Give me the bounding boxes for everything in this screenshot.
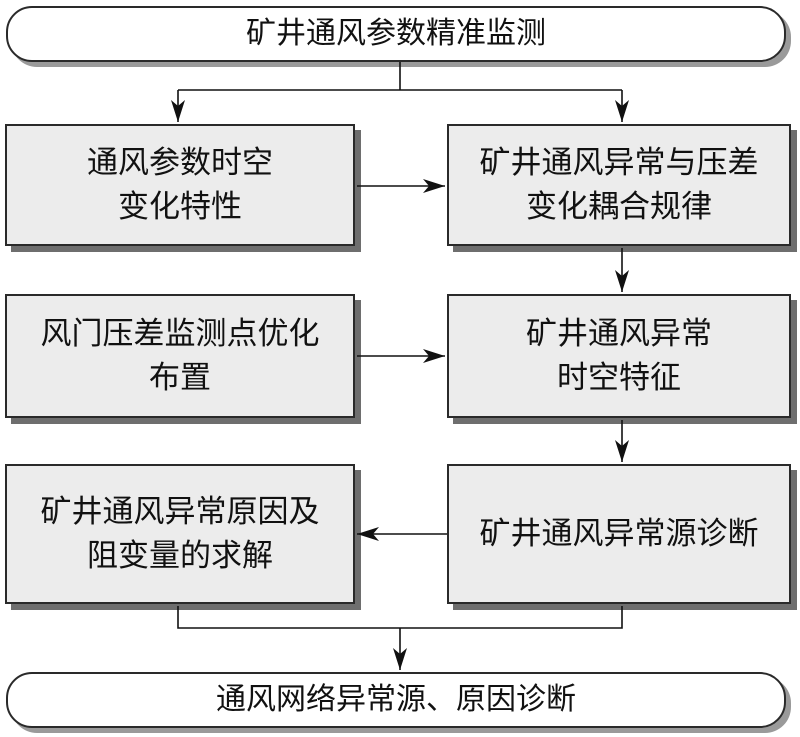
node-anomaly-spatiotemporal-features: 矿井通风异常 时空特征 bbox=[447, 294, 791, 418]
node-monitoring-point-optimization: 风门压差监测点优化 布置 bbox=[5, 294, 355, 418]
bottom-node: 通风网络异常源、原因诊断 bbox=[6, 672, 786, 728]
top-node: 矿井通风参数精准监测 bbox=[6, 6, 786, 62]
node-coupling-law: 矿井通风异常与压差 变化耦合规律 bbox=[447, 124, 791, 246]
node-spatiotemporal-characteristics: 通风参数时空 变化特性 bbox=[5, 124, 355, 246]
merge-line bbox=[177, 606, 623, 629]
node-anomaly-source-diagnosis: 矿井通风异常源诊断 bbox=[447, 464, 791, 604]
split-line bbox=[178, 62, 622, 91]
node-cause-and-resistance-solving: 矿井通风异常原因及 阻变量的求解 bbox=[5, 464, 355, 604]
